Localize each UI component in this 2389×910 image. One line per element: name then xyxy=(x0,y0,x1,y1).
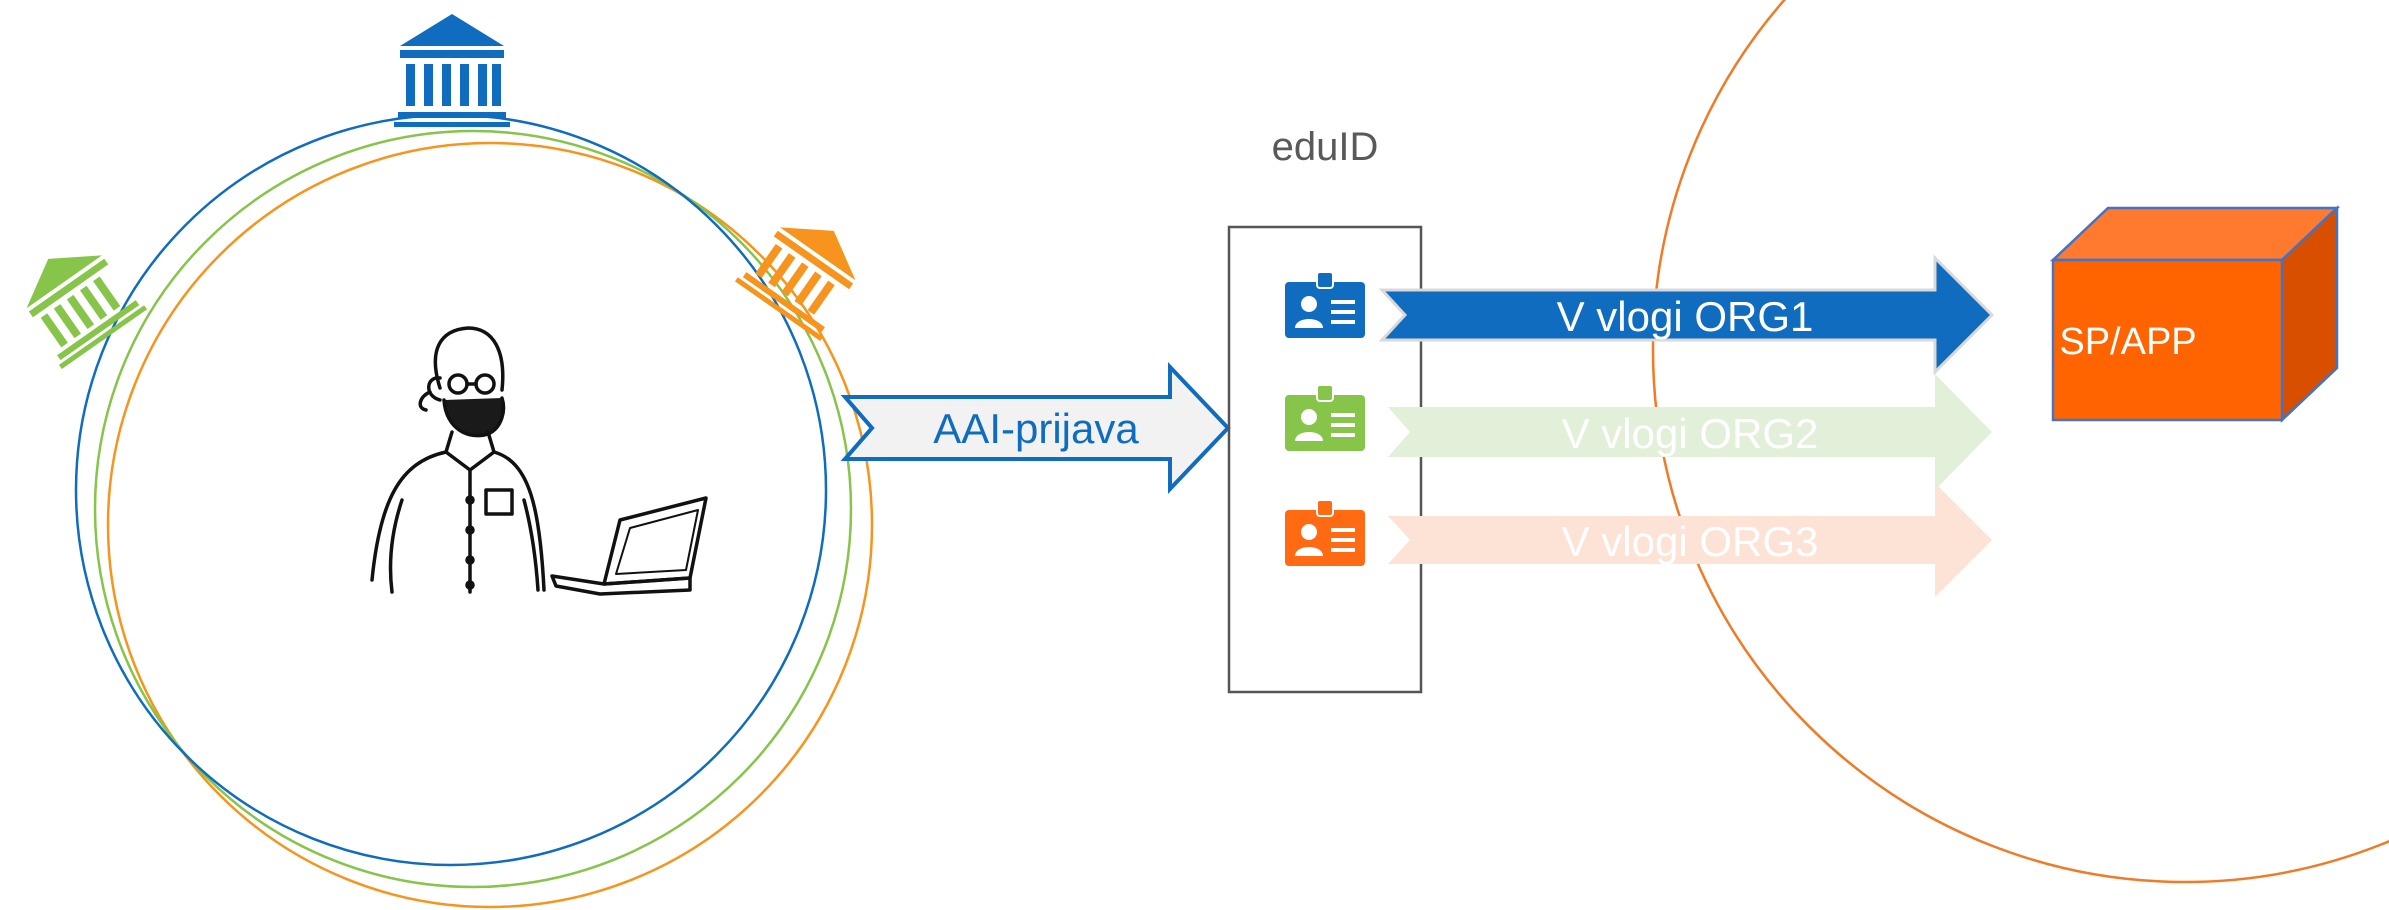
bank-building-icon-blue xyxy=(394,14,510,127)
id-card-icon-green xyxy=(1285,384,1365,451)
role-arrow-org3-label: V vlogi ORG3 xyxy=(1562,518,1819,565)
service-domain-circle xyxy=(1651,0,2389,884)
bank-building-icon-green xyxy=(26,255,148,369)
role-arrow-org3-shape xyxy=(1388,483,1992,597)
id-card-icon-orange xyxy=(1285,499,1365,566)
role-arrow-org3: V vlogi ORG3 xyxy=(1388,483,1992,597)
aai-login-arrow: AAI-prijava xyxy=(840,361,1231,495)
identity-circle-blue xyxy=(74,113,828,867)
aai-arrow-label: AAI-prijava xyxy=(933,405,1139,452)
person-with-laptop-illustration xyxy=(370,326,708,596)
role-arrow-org2-shape xyxy=(1388,374,1992,490)
role-arrow-org1-label: V vlogi ORG1 xyxy=(1557,293,1814,340)
identity-circle-green xyxy=(93,129,853,889)
role-arrow-org1-shape xyxy=(1378,254,1995,376)
eduid-box xyxy=(1227,225,1423,694)
service-provider-cube: SP/APP xyxy=(2049,205,2341,423)
identity-circle-orange xyxy=(106,141,874,909)
role-arrow-org1: V vlogi ORG1 xyxy=(1378,254,1995,376)
eduid-label: eduID xyxy=(1272,125,1379,169)
role-arrow-org2: V vlogi ORG2 xyxy=(1388,374,1992,490)
identity-circles xyxy=(74,113,874,909)
id-card-icon-blue xyxy=(1285,271,1365,338)
aai-arrow-shape xyxy=(840,361,1231,495)
service-provider-label: SP/APP xyxy=(2059,321,2196,363)
cube-front-face xyxy=(2051,258,2284,422)
role-arrow-org2-label: V vlogi ORG2 xyxy=(1562,410,1819,457)
